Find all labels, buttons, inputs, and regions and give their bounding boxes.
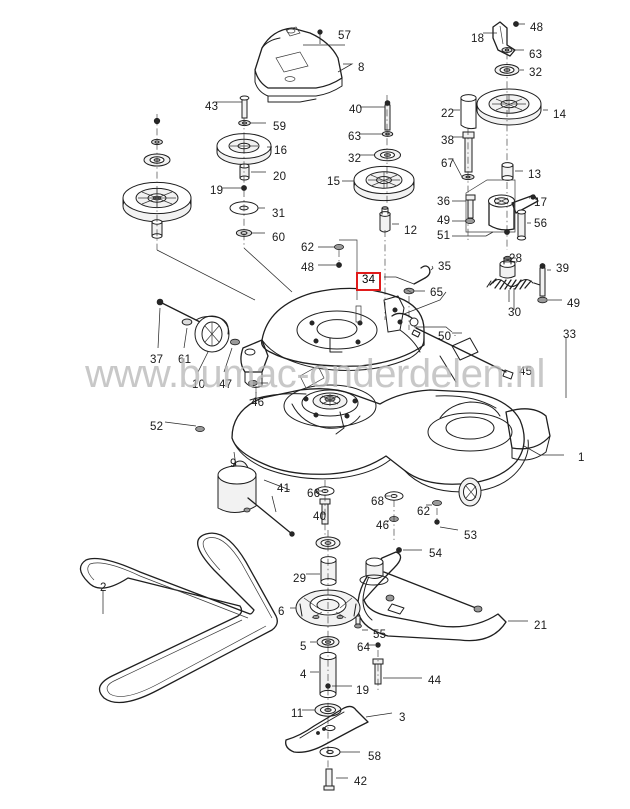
- callout-53: 53: [464, 530, 478, 542]
- part-15-pulley-column: [342, 95, 415, 320]
- callout-49-left: 49: [437, 215, 451, 227]
- callout-8: 8: [358, 62, 365, 74]
- part-22-spacer-group: [452, 94, 477, 240]
- callout-43: 43: [205, 101, 219, 113]
- callout-60: 60: [272, 232, 286, 244]
- part-21-deflector: [354, 551, 528, 690]
- callout-65: 65: [430, 287, 444, 299]
- callout-32-mid: 32: [348, 153, 362, 165]
- callout-21: 21: [534, 620, 548, 632]
- callout-14: 14: [553, 109, 567, 121]
- part-30-spring: [486, 278, 541, 290]
- callout-49-right: 49: [567, 298, 581, 310]
- callout-34[interactable]: 34: [356, 272, 382, 291]
- callout-48-top: 48: [530, 22, 544, 34]
- callout-2: 2: [100, 582, 107, 594]
- callout-41: 41: [277, 483, 291, 495]
- left-pulley-assembly: [122, 114, 256, 301]
- callout-68: 68: [371, 496, 385, 508]
- callout-22: 22: [441, 108, 455, 120]
- callout-37: 37: [150, 354, 164, 366]
- callout-63-mid: 63: [348, 131, 362, 143]
- callout-12: 12: [404, 225, 418, 237]
- callout-1: 1: [578, 452, 585, 464]
- callout-56: 56: [534, 218, 548, 230]
- callout-35: 35: [438, 261, 452, 273]
- callout-16: 16: [274, 145, 288, 157]
- callout-38: 38: [441, 135, 455, 147]
- callout-39: 39: [556, 263, 570, 275]
- callout-45: 45: [519, 366, 533, 378]
- callout-46-bot: 46: [376, 520, 390, 532]
- spindle-parts-column: [285, 530, 393, 791]
- callout-66: 66: [307, 488, 321, 500]
- callout-46-left: 46: [251, 397, 265, 409]
- callout-20: 20: [273, 171, 287, 183]
- callout-28: 28: [509, 253, 523, 265]
- callout-29: 29: [293, 573, 307, 585]
- callout-44: 44: [428, 675, 442, 687]
- callout-61: 61: [178, 354, 192, 366]
- callout-15: 15: [327, 176, 341, 188]
- part-18-bracket-group: [476, 21, 548, 250]
- callout-17: 17: [534, 197, 548, 209]
- part-50-rod: [391, 312, 514, 380]
- callout-11: 11: [291, 708, 304, 720]
- callout-40-bot: 40: [313, 511, 327, 523]
- callout-4: 4: [300, 669, 307, 681]
- callout-63-right: 63: [529, 49, 543, 61]
- callout-67: 67: [441, 158, 455, 170]
- callout-3: 3: [399, 712, 406, 724]
- callout-18: 18: [471, 33, 485, 45]
- callout-42: 42: [354, 776, 368, 788]
- callout-59: 59: [273, 121, 287, 133]
- callout-55: 55: [373, 629, 387, 641]
- part-10-gauge-wheel: [156, 298, 240, 373]
- callout-48-mid: 48: [301, 262, 315, 274]
- callout-54: 54: [429, 548, 443, 560]
- part-8-belt-cover: [254, 26, 354, 103]
- callout-36: 36: [437, 196, 451, 208]
- callout-57: 57: [338, 30, 352, 42]
- callout-64: 64: [357, 642, 371, 654]
- callout-33: 33: [563, 329, 577, 341]
- callout-6: 6: [278, 606, 285, 618]
- callout-5: 5: [300, 641, 307, 653]
- callout-32-right: 32: [529, 67, 543, 79]
- part-16-pulley-column: [216, 95, 293, 293]
- part-17-idler-bracket: [452, 162, 539, 279]
- callout-58: 58: [368, 751, 382, 763]
- callout-47: 47: [219, 379, 233, 391]
- callout-13: 13: [528, 169, 542, 181]
- part-35-pin-group: [384, 265, 434, 330]
- callout-52: 52: [150, 421, 164, 433]
- callout-19-top: 19: [210, 185, 224, 197]
- callout-30: 30: [508, 307, 522, 319]
- part-30-spring-group: [486, 263, 562, 304]
- callout-10: 10: [192, 379, 206, 391]
- callout-50: 50: [438, 331, 452, 343]
- part-2-drive-belt: [79, 532, 278, 704]
- callout-19-bot: 19: [356, 685, 370, 697]
- callout-40-top: 40: [349, 104, 363, 116]
- callout-62-bot: 62: [417, 506, 431, 518]
- callout-51: 51: [437, 230, 451, 242]
- callout-62-top: 62: [301, 242, 315, 254]
- part-9-roller: [217, 451, 459, 553]
- callout-9: 9: [230, 458, 237, 470]
- callout-31: 31: [272, 208, 286, 220]
